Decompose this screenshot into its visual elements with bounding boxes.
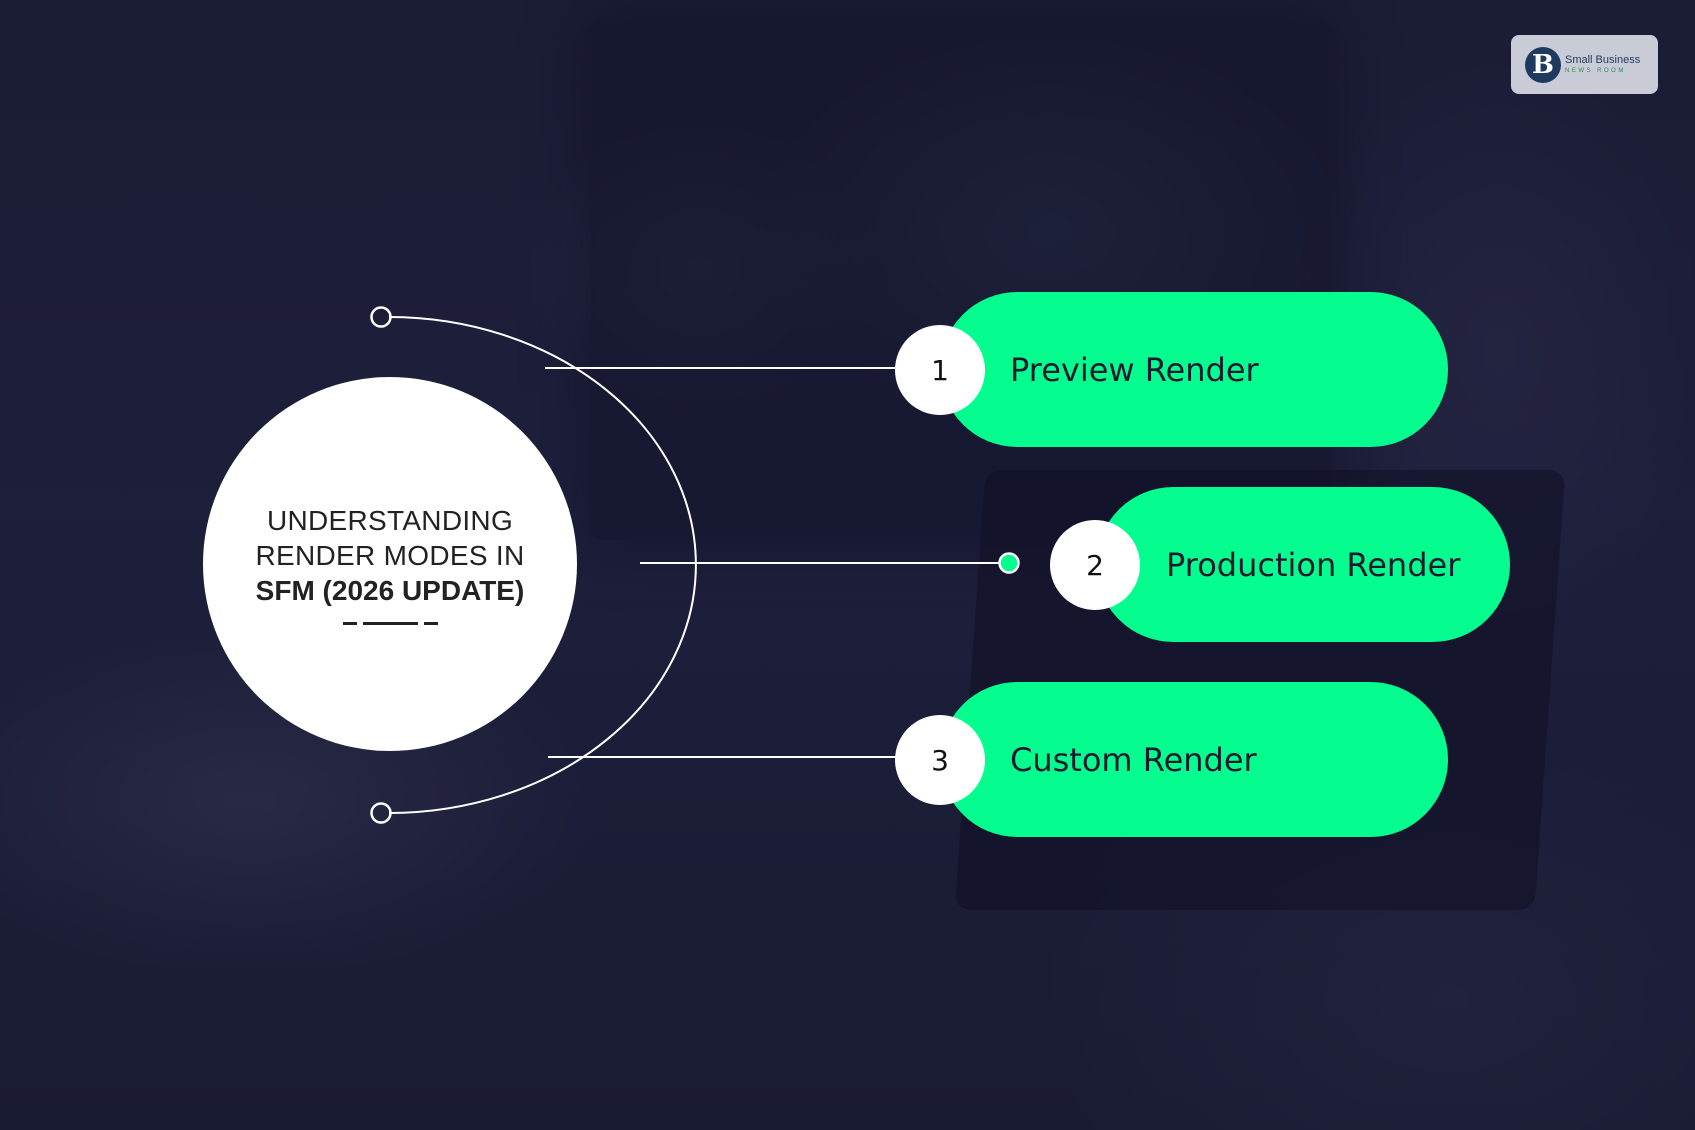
hub-title-line-1: UNDERSTANDING — [266, 505, 514, 536]
mode-number-3: 3 — [931, 743, 949, 777]
mode-label-1: Preview Render — [1010, 350, 1259, 389]
mode-label-3: Custom Render — [1010, 740, 1257, 779]
arc-top-endpoint — [370, 306, 392, 328]
decorative-dash — [342, 622, 438, 625]
mode-number-badge-3: 3 — [895, 715, 985, 805]
logo-text: Small Business NEWS ROOM — [1565, 54, 1641, 75]
mode-number-2: 2 — [1086, 548, 1104, 582]
central-title-circle: UNDERSTANDING RENDER MODES IN SFM (2026 … — [203, 377, 577, 751]
mode-pill-3: Custom Render — [940, 682, 1448, 837]
hub-title-line-3: SFM (2026 UPDATE) — [255, 575, 525, 606]
hub-title-line-2: RENDER MODES IN — [255, 540, 525, 571]
connector-2-endpoint-dot — [998, 552, 1020, 574]
brand-logo: B Small Business NEWS ROOM — [1511, 35, 1658, 94]
business-logo-icon: B — [1525, 46, 1561, 83]
mode-label-2: Production Render — [1166, 545, 1461, 584]
logo-line-1: Small Business — [1565, 54, 1641, 66]
mode-pill-1: Preview Render — [940, 292, 1448, 447]
arc-bottom-endpoint — [370, 802, 392, 824]
logo-line-2: NEWS ROOM — [1565, 68, 1626, 74]
mode-number-badge-1: 1 — [895, 325, 985, 415]
logo-mark-letter: B — [1532, 49, 1554, 80]
mode-pill-2: Production Render — [1096, 487, 1510, 642]
mode-number-1: 1 — [931, 353, 949, 387]
mode-number-badge-2: 2 — [1050, 520, 1140, 610]
hub-outer-arc — [388, 316, 697, 814]
